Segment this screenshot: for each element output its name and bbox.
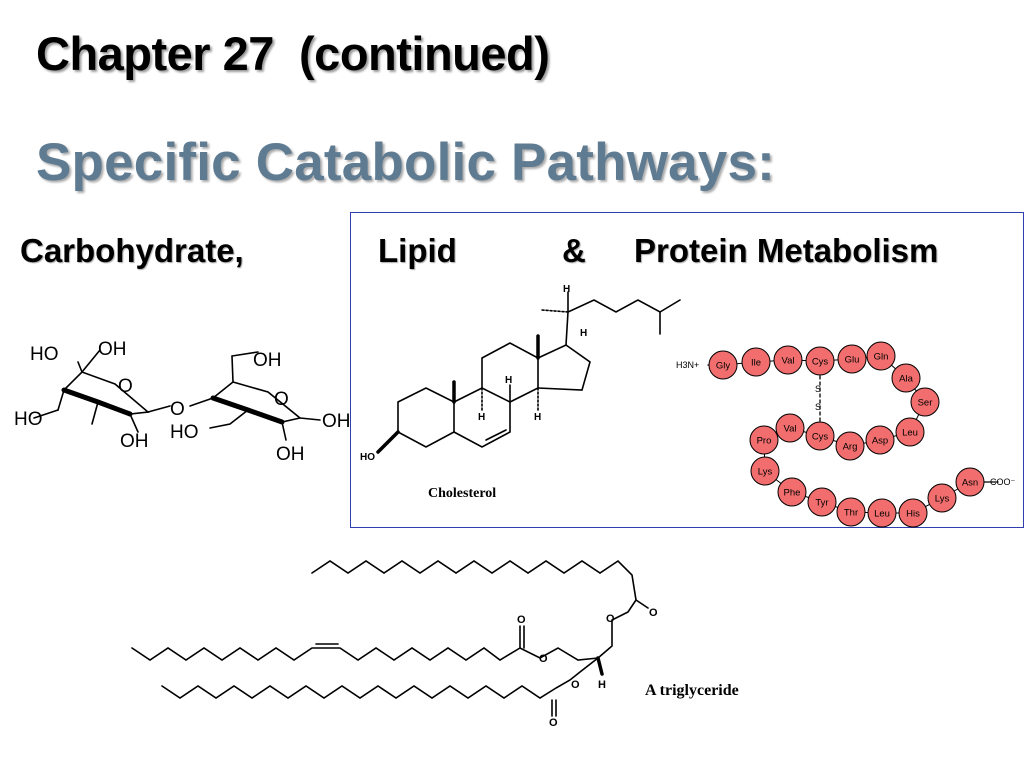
lactose-label: OH: [120, 431, 149, 452]
residue-bead: [865, 425, 895, 455]
residue-bead: [898, 498, 928, 528]
residue-label: Asp: [872, 436, 888, 447]
peptide-connectors: [707, 364, 999, 483]
residue-bead: [891, 363, 921, 393]
residue-bead: [775, 413, 805, 443]
tg-atom: O: [606, 613, 615, 625]
residue-bead: [835, 431, 865, 461]
lactose-label: HO: [170, 422, 199, 443]
tg-atom: O: [649, 607, 658, 619]
residue-bead: [927, 483, 957, 513]
residue-bead: [910, 387, 940, 417]
residue-label: Gln: [874, 352, 889, 363]
residue-bead: [749, 425, 779, 455]
tg-atom: H: [598, 679, 606, 691]
lactose-label: OH: [276, 444, 305, 465]
heading-lipid: Lipid: [378, 232, 457, 269]
residue-bead: [777, 477, 807, 507]
residue-bead: [750, 456, 780, 486]
residue-label: Phe: [784, 488, 801, 499]
lactose-label: HO: [14, 409, 43, 430]
residue-label: Ser: [918, 398, 933, 409]
lactose-labels: HO OH OH HO O OH O HO O OH OH: [14, 339, 351, 465]
lactose-label: O: [118, 376, 133, 397]
triglyceride-caption: A triglyceride: [645, 682, 739, 699]
residue-label: Ile: [751, 358, 761, 369]
residue-bead: [895, 417, 925, 447]
residue-label: Tyr: [815, 498, 828, 509]
residue-label: Lys: [935, 494, 950, 505]
heading-protein: Protein Metabolism: [634, 232, 939, 269]
lactose-label: OH: [253, 350, 282, 371]
lactose-label: OH: [98, 339, 127, 360]
residue-label: Val: [783, 424, 796, 435]
triglyceride-structure: [131, 559, 649, 717]
heading-carbohydrate: Carbohydrate,: [20, 232, 244, 269]
heading-ampersand: &: [562, 232, 586, 269]
residue-label: Arg: [843, 442, 858, 453]
residue-label: Val: [781, 356, 794, 367]
cholesterol-h: H: [580, 328, 587, 339]
residue-label: Glu: [845, 355, 860, 366]
residue-bead: [741, 347, 771, 377]
residue-label: Leu: [902, 428, 918, 439]
residue-label: Pro: [757, 436, 772, 447]
residue-label: Lys: [758, 467, 773, 478]
residue-bead: [805, 346, 835, 376]
disulfide-label: S: [815, 384, 821, 394]
residue-label: Cys: [812, 432, 829, 443]
residue-bead: [805, 421, 835, 451]
cholesterol-structure: [376, 291, 681, 454]
cholesterol-ho: HO: [360, 452, 375, 463]
residue-bead: [837, 344, 867, 374]
tg-atom: O: [517, 614, 526, 626]
triglyceride-labels: O O O O O O H A triglyceride: [517, 607, 739, 729]
peptide-terminal-labels: H3N+ COO⁻ S S: [676, 360, 1016, 487]
lactose-label: OH: [322, 411, 351, 432]
cholesterol-h: H: [534, 412, 541, 423]
residue-label: Gly: [716, 361, 731, 372]
c-terminus-label: COO⁻: [990, 477, 1016, 487]
residue-label: Thr: [844, 508, 858, 519]
lactose-structure: [33, 349, 321, 441]
slide-title: Chapter 27 (continued): [36, 27, 550, 80]
slide-subtitle: Specific Catabolic Pathways:: [36, 133, 776, 192]
residue-label: Leu: [874, 509, 890, 520]
tg-atom: O: [539, 653, 548, 665]
tg-atom: O: [549, 717, 558, 729]
residue-bead: [955, 467, 985, 497]
cholesterol-h: H: [505, 375, 512, 386]
cholesterol-h: H: [478, 412, 485, 423]
residue-bead: [866, 341, 896, 371]
residue-label: Asn: [962, 478, 978, 489]
tg-atom: O: [571, 679, 580, 691]
residue-bead: [773, 345, 803, 375]
n-terminus-label: H3N+: [676, 360, 699, 370]
lactose-label: HO: [30, 344, 59, 365]
residue-label: Cys: [812, 357, 829, 368]
residue-bead: [708, 350, 738, 380]
cholesterol-h: H: [563, 284, 570, 295]
residue-label: His: [906, 509, 920, 520]
residue-bead: [867, 498, 897, 528]
lactose-label: O: [170, 399, 185, 420]
cholesterol-labels: HO H H H H H Cholesterol: [360, 284, 587, 501]
disulfide-label: S: [815, 402, 821, 412]
lactose-label: O: [274, 389, 289, 410]
cholesterol-caption: Cholesterol: [428, 486, 496, 501]
residue-label: Ala: [899, 374, 913, 385]
residue-bead: [836, 497, 866, 527]
residue-bead: [807, 487, 837, 517]
